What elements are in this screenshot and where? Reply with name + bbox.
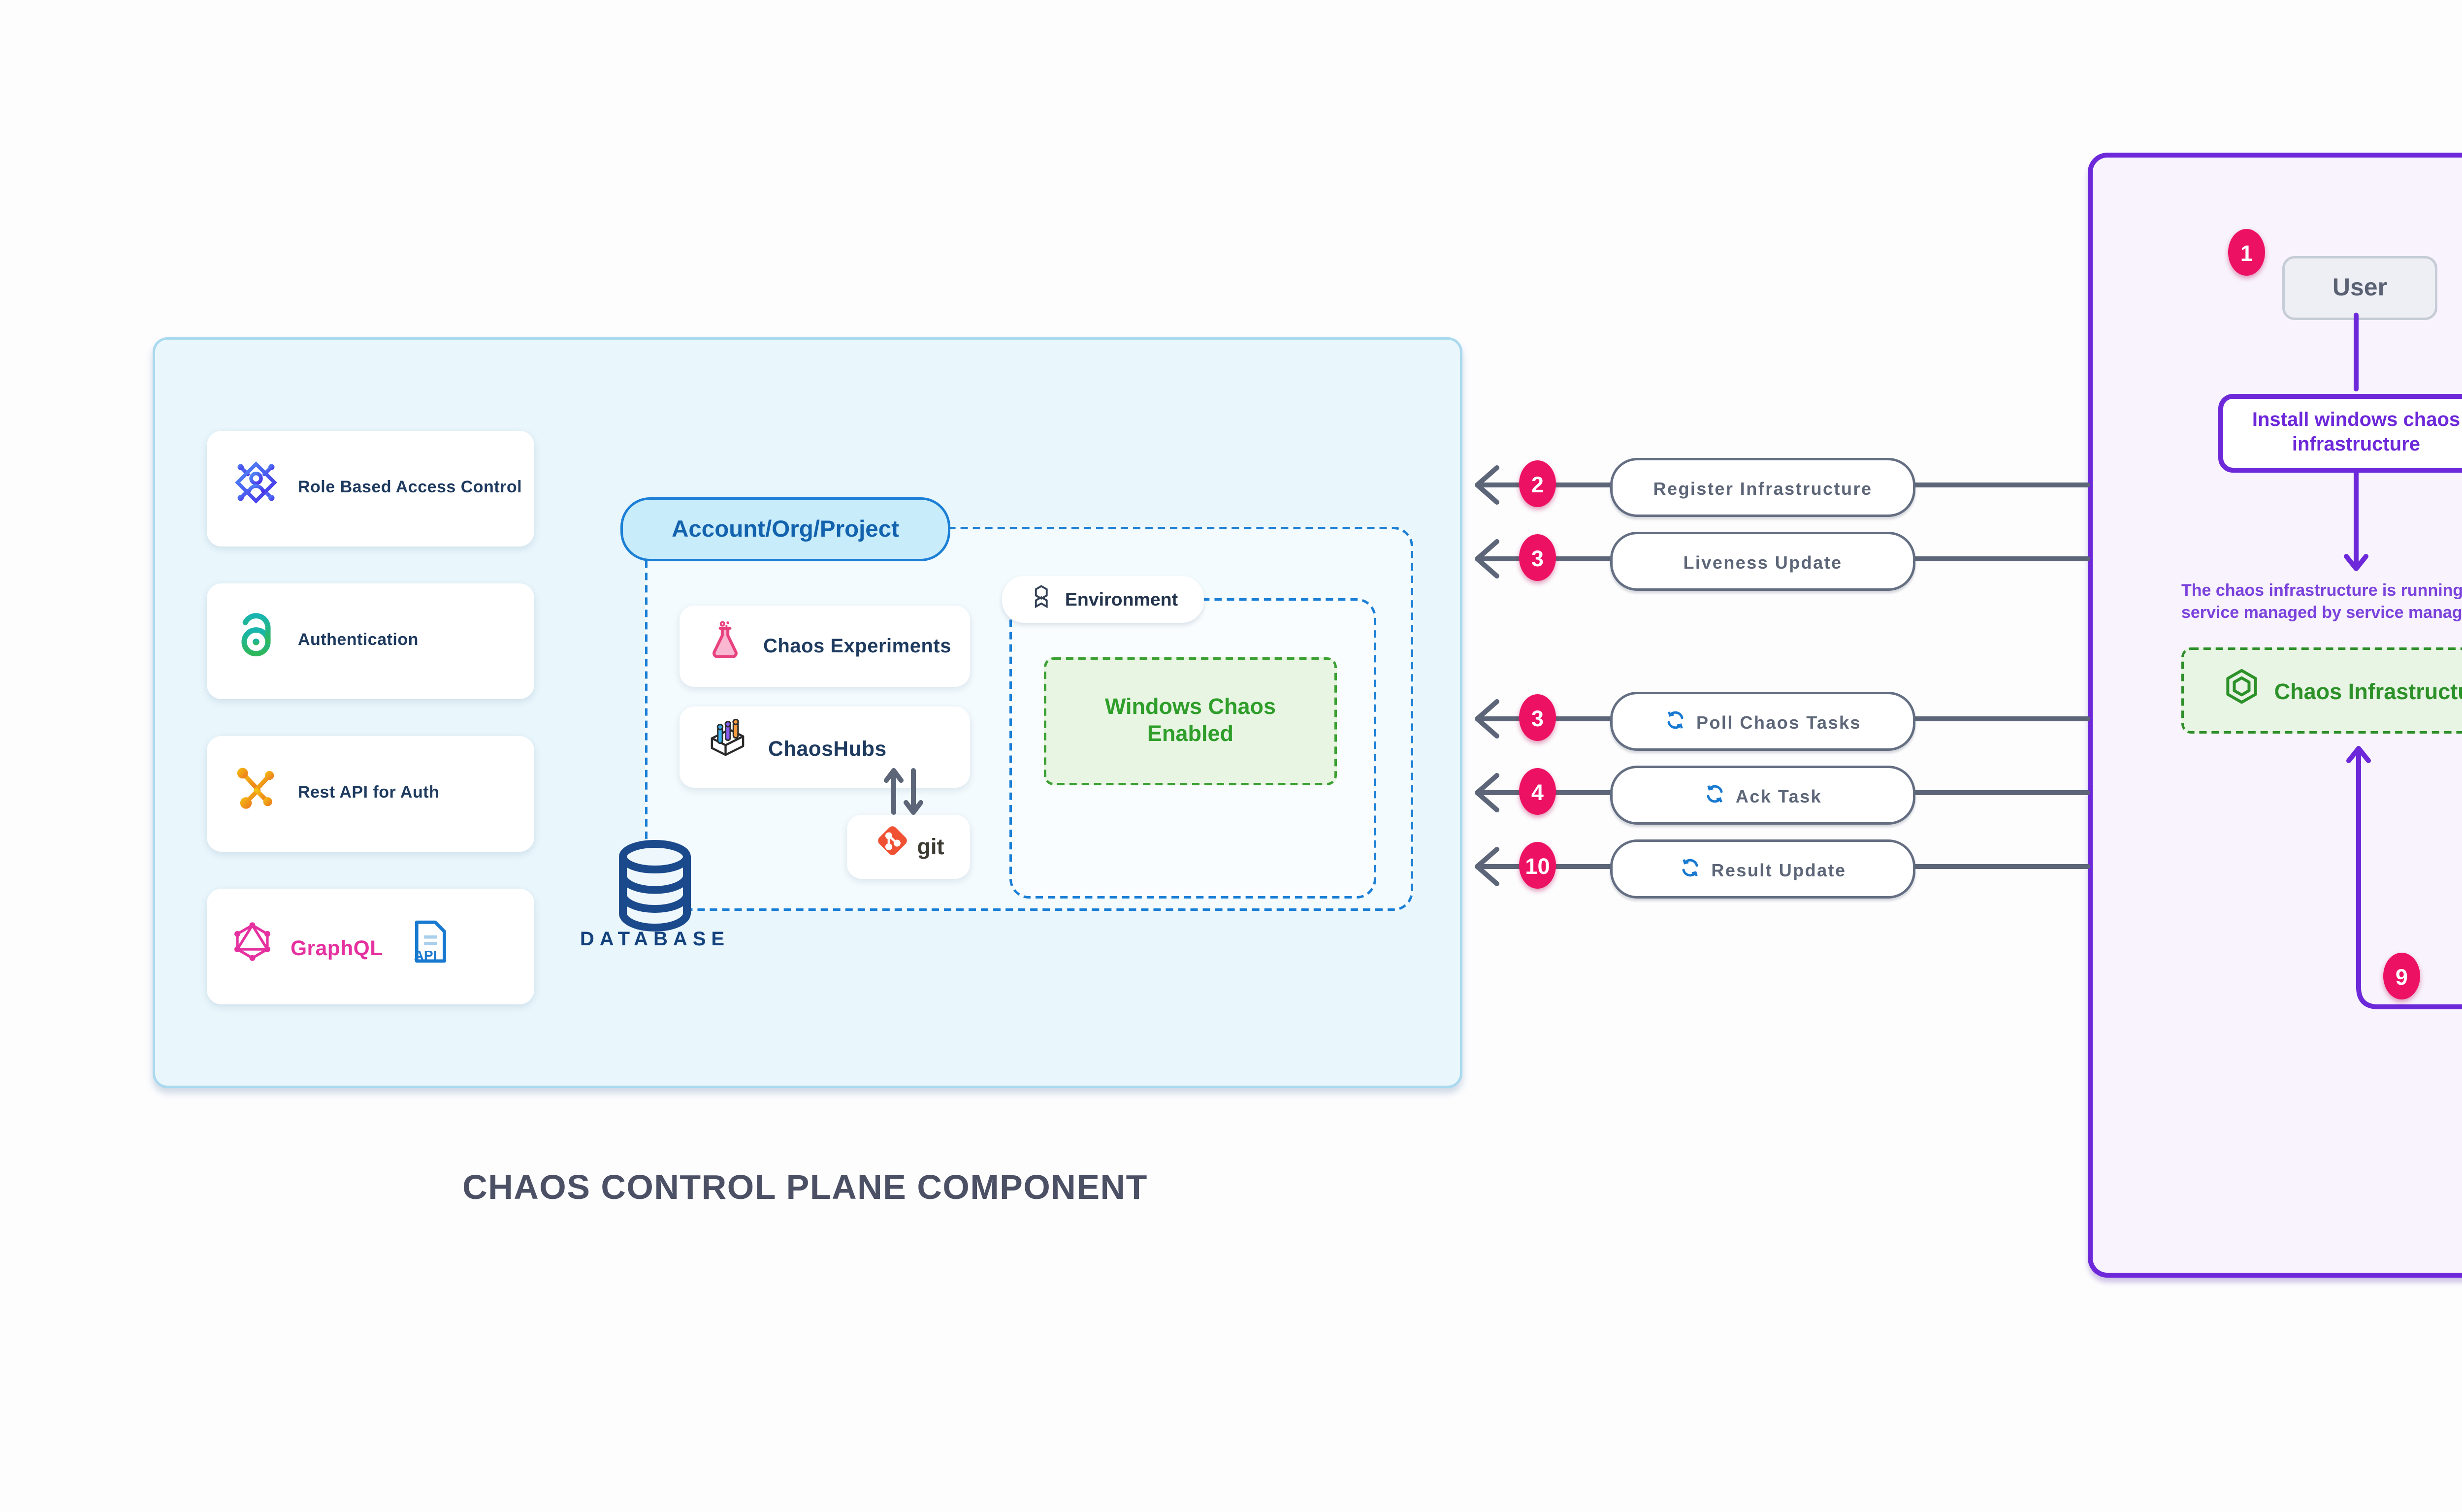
- pill-ack-task: Ack Task: [1610, 766, 1915, 825]
- card-graphql: GraphQL API: [207, 889, 534, 1004]
- card-graphql-label: GraphQL: [291, 934, 383, 959]
- user-box: User: [2282, 256, 2437, 320]
- sync-icon: [1664, 699, 1686, 743]
- chaos-infrastructure-label: Chaos Infrastructure: [2274, 678, 2462, 703]
- chaoshubs-icon: [704, 717, 751, 777]
- pill-register-infrastructure: Register Infrastructure: [1610, 458, 1915, 517]
- account-org-project-label: Account/Org/Project: [672, 515, 899, 543]
- environment-pill: Environment: [1002, 576, 1204, 623]
- left-arrowhead: [1475, 465, 1499, 505]
- rbac-icon: [231, 458, 281, 519]
- step-badge-1: 1: [2228, 229, 2265, 276]
- install-infra-label: Install windows chaos infrastructure: [2252, 408, 2461, 455]
- left-arrowhead: [1475, 773, 1499, 812]
- flask-icon: [704, 619, 746, 674]
- left-arrowhead: [1475, 699, 1499, 739]
- api-doc-icon: API: [410, 917, 447, 976]
- card-git: git: [847, 815, 970, 879]
- card-git-label: git: [917, 835, 944, 859]
- step-badge-10: 10: [1519, 842, 1556, 889]
- card-authentication: Authentication: [207, 583, 534, 699]
- execution-plane-title: CHAOS EXECUTION PLANE COMPONENT: [2403, 1339, 2462, 1379]
- graphql-icon: [231, 920, 273, 974]
- environment-label: Environment: [1065, 588, 1178, 611]
- step-badge-9: 9: [2383, 953, 2420, 999]
- left-arrowhead: [1475, 539, 1499, 579]
- pill-register-infrastructure-label: Register Infrastructure: [1653, 476, 1873, 499]
- hexagons-icon: [1028, 583, 1055, 615]
- pill-liveness-update-label: Liveness Update: [1683, 550, 1843, 573]
- windows-chaos-enabled-label: Windows Chaos Enabled: [1104, 693, 1276, 746]
- card-authentication-label: Authentication: [298, 633, 419, 650]
- svg-text:API: API: [413, 947, 436, 962]
- left-arrowhead: [1475, 847, 1499, 886]
- database-icon: [613, 839, 697, 950]
- install-infra-box: Install windows chaos infrastructure: [2218, 394, 2462, 473]
- card-chaoshubs-label: ChaosHubs: [768, 735, 887, 760]
- git-icon: [873, 822, 910, 871]
- rest-api-icon: [231, 763, 281, 825]
- chaos-infrastructure-box: Chaos Infrastructure: [2181, 647, 2462, 734]
- card-rest-api: Rest API for Auth: [207, 736, 534, 852]
- infra-running-note: The chaos infrastructure is running and …: [2181, 583, 2462, 623]
- hexagon-icon: [2223, 667, 2260, 714]
- card-rest-api-label: Rest API for Auth: [298, 785, 440, 803]
- card-chaoshubs: ChaosHubs: [680, 707, 970, 788]
- step-badge-3a: 3: [1519, 534, 1556, 581]
- auth-lock-icon: [231, 611, 281, 672]
- pill-poll-chaos-tasks: Poll Chaos Tasks: [1610, 692, 1915, 751]
- step-badge-3b: 3: [1519, 694, 1556, 741]
- pill-result-update-label: Result Update: [1711, 858, 1846, 880]
- step-badge-4: 4: [1519, 768, 1556, 815]
- step-badge-2: 2: [1519, 460, 1556, 507]
- pill-result-update: Result Update: [1610, 839, 1915, 899]
- account-org-project-pill: Account/Org/Project: [620, 497, 950, 561]
- sync-icon: [1704, 773, 1726, 817]
- sync-icon: [1679, 847, 1701, 891]
- card-chaos-experiments-label: Chaos Experiments: [763, 635, 952, 657]
- card-rbac: Role Based Access Control: [207, 431, 534, 547]
- pill-poll-chaos-tasks-label: Poll Chaos Tasks: [1696, 710, 1861, 733]
- database-label: DATABASE: [580, 928, 730, 950]
- pill-ack-task-label: Ack Task: [1735, 784, 1822, 806]
- control-plane-title: CHAOS CONTROL PLANE COMPONENT: [462, 1167, 1148, 1206]
- user-label: User: [2332, 274, 2388, 302]
- windows-chaos-enabled-box: Windows Chaos Enabled: [1044, 657, 1337, 785]
- pill-liveness-update: Liveness Update: [1610, 532, 1915, 591]
- card-rbac-label: Role Based Access Control: [298, 480, 522, 497]
- card-chaos-experiments: Chaos Experiments: [680, 606, 970, 687]
